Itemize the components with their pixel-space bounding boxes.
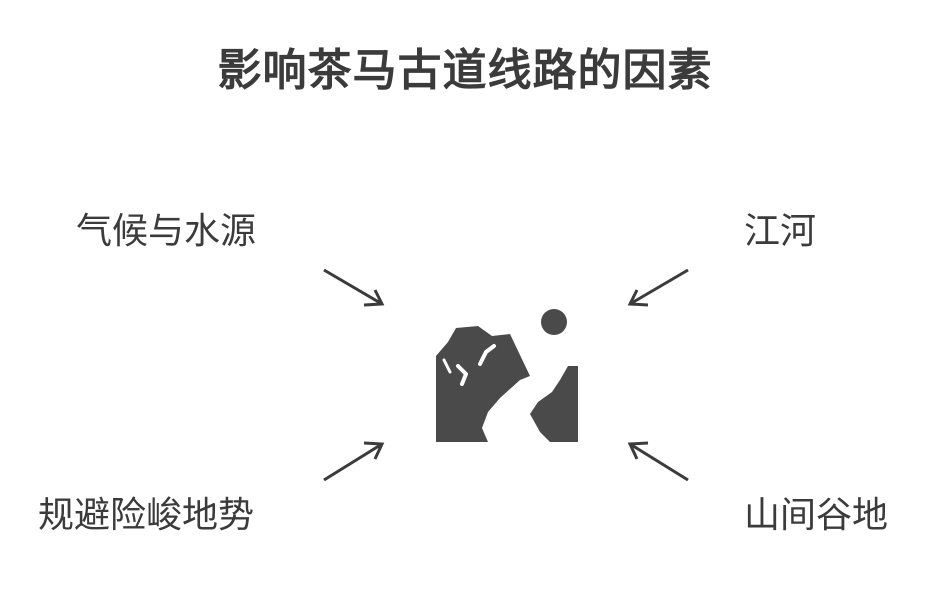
arrow-from-terrain [323,441,385,482]
diagram-title: 影响茶马古道线路的因素 [217,45,713,96]
factor-avoid-rugged-terrain: 规避险峻地势 [38,495,255,536]
factor-climate-water: 气候与水源 [76,211,257,252]
factor-rivers: 江河 [744,211,817,252]
mountain-valley-icon [436,309,578,442]
arrow-from-valleys [627,441,689,482]
factor-mountain-valleys: 山间谷地 [744,495,889,536]
arrow-from-climate [323,268,385,307]
arrow-from-rivers [627,268,689,307]
